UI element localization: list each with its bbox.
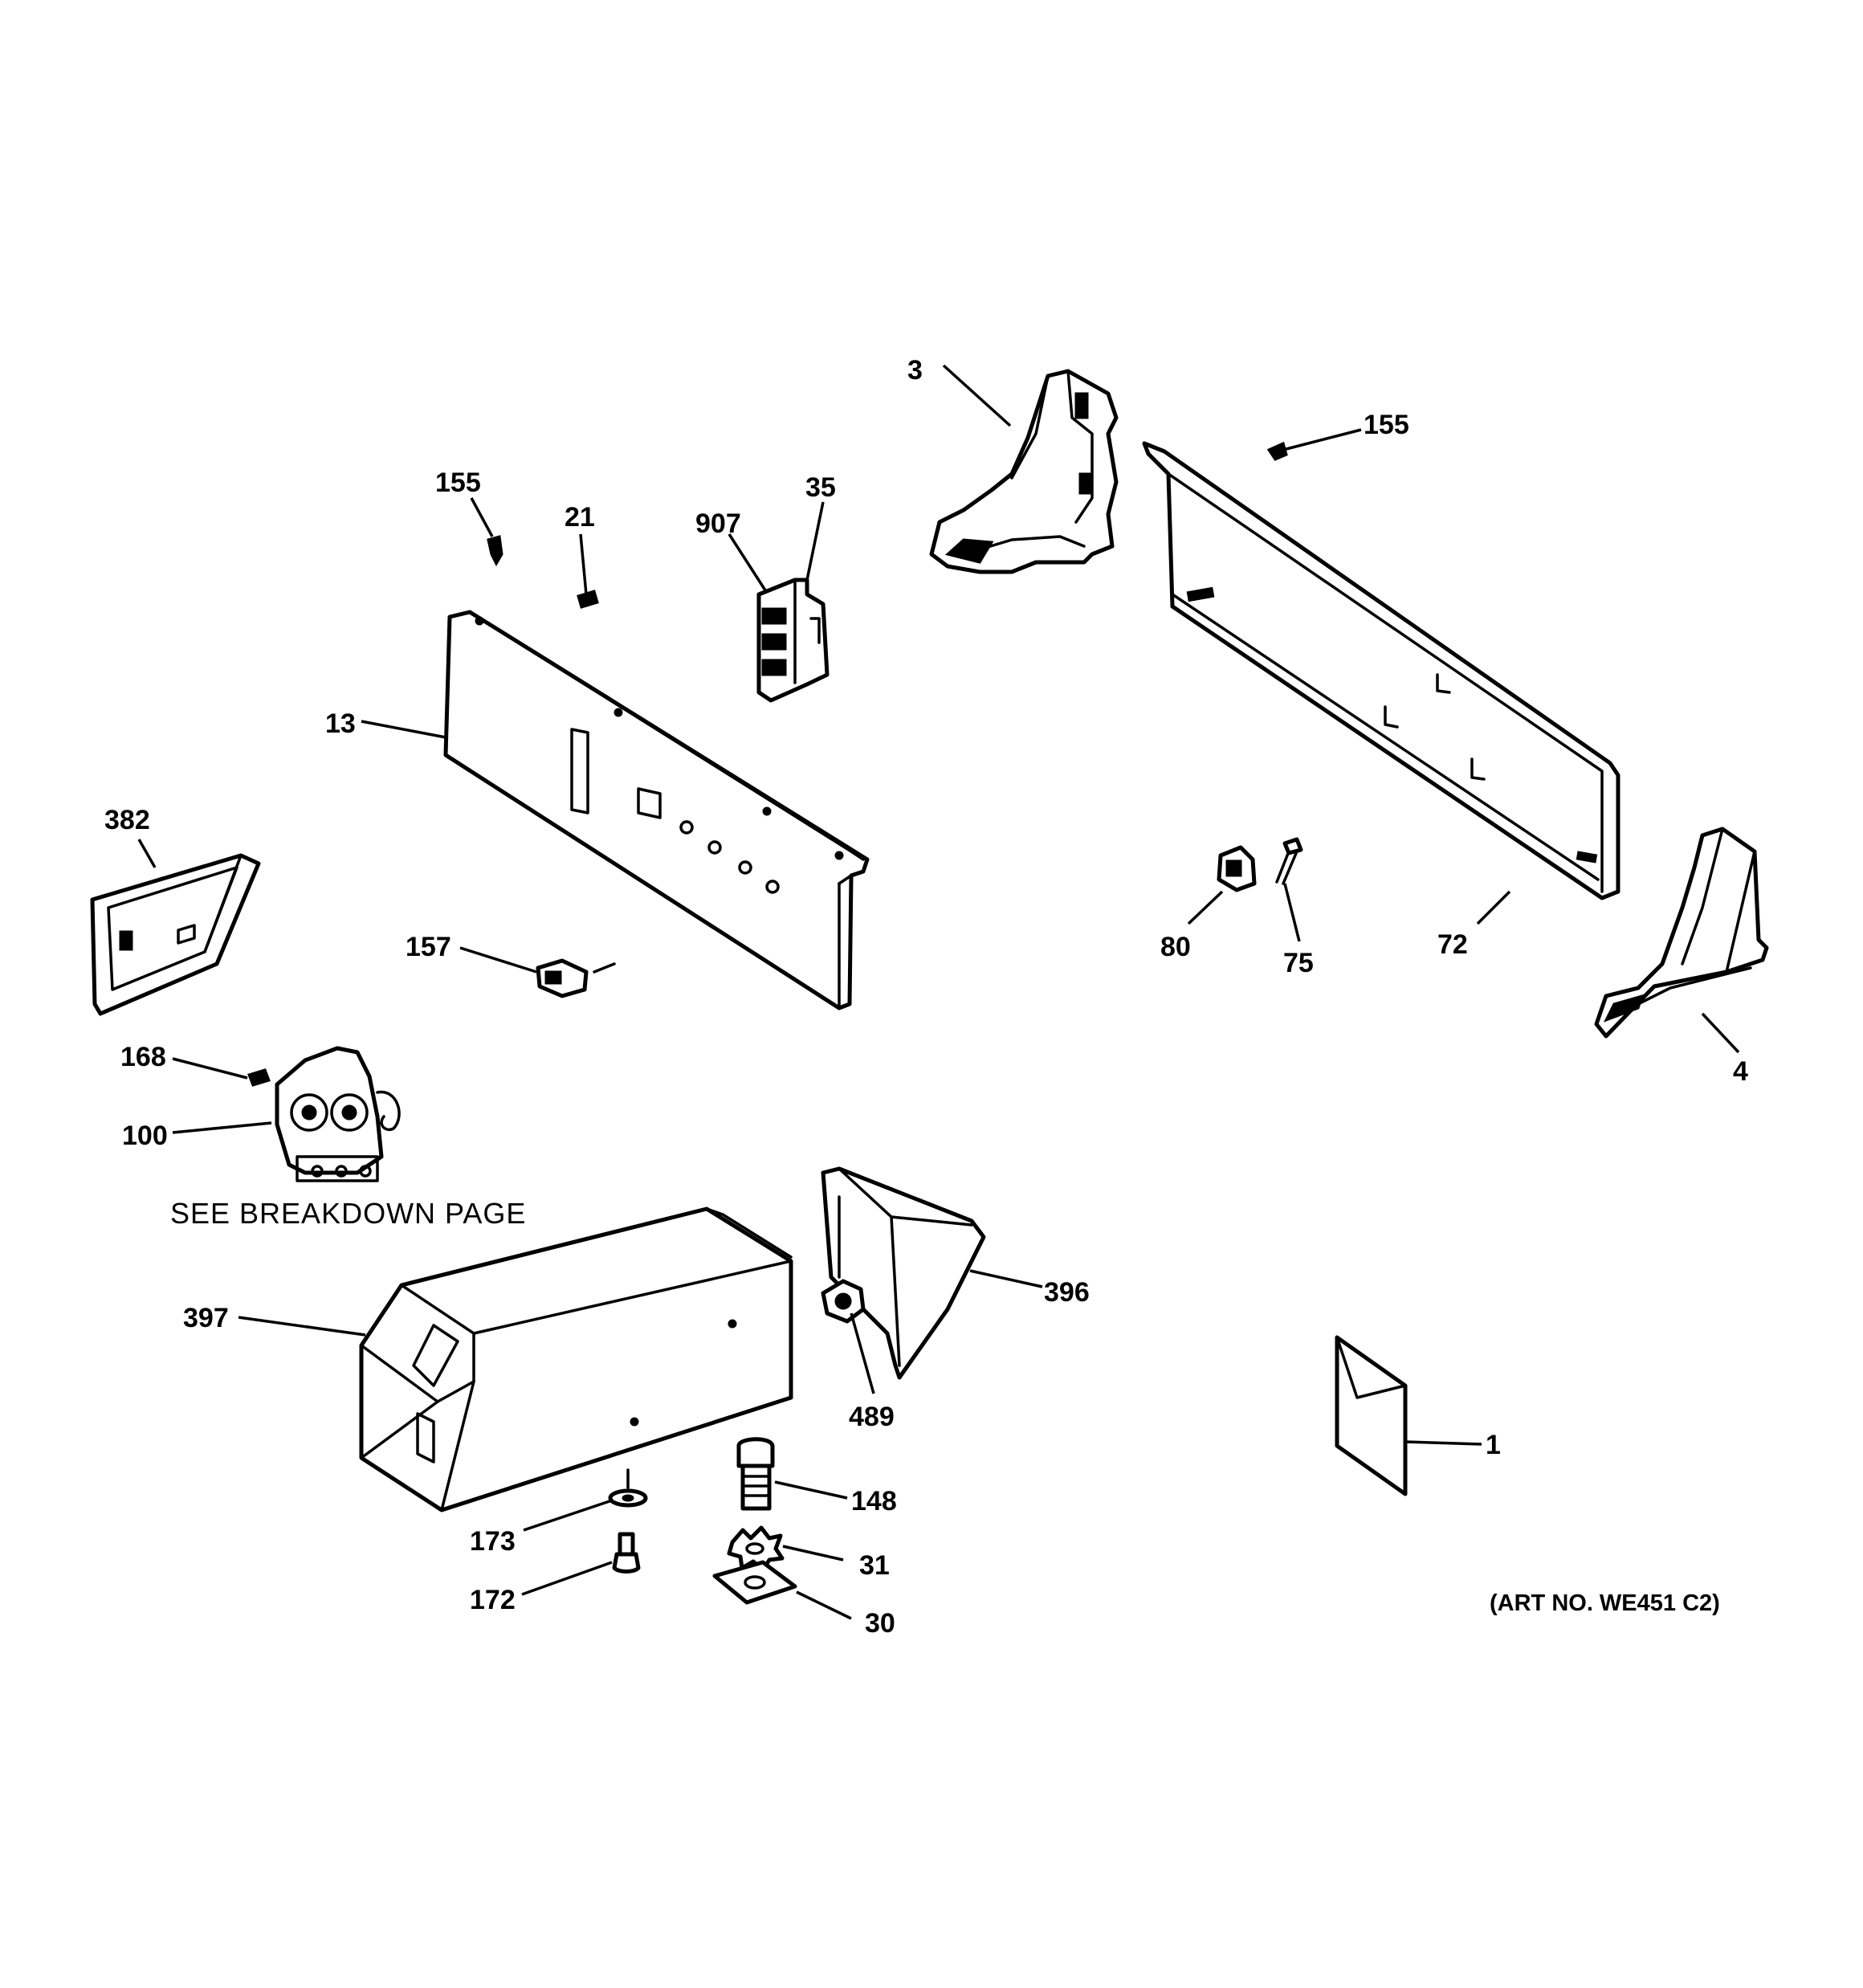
leader-lines	[137, 364, 1740, 1620]
callout-31: 31	[859, 1550, 890, 1581]
see-breakdown-note: SEE BREAKDOWN PAGE	[170, 1197, 526, 1230]
part-1-envelope	[1335, 1335, 1408, 1496]
part-173-washer	[608, 1468, 648, 1508]
part-100-valve-assembly	[275, 1046, 401, 1182]
callout-396: 396	[1044, 1277, 1090, 1308]
part-907-35-switch-assembly	[756, 578, 830, 703]
part-397-box-housing	[359, 1206, 793, 1512]
part-3-end-cap-left	[929, 369, 1119, 574]
callout-382: 382	[104, 805, 150, 835]
part-148-bolt	[736, 1437, 775, 1511]
part-172-screw	[612, 1532, 641, 1574]
callout-75: 75	[1283, 948, 1314, 978]
callout-155-right: 155	[1364, 410, 1409, 440]
callout-907: 907	[695, 508, 741, 539]
part-4-end-cap-right	[1594, 827, 1769, 1039]
callout-35: 35	[805, 472, 836, 503]
callout-labels: 3 155 155 21 35 907 13 382 157 80 75 72 …	[104, 355, 1748, 1639]
part-21-screw	[577, 590, 599, 609]
part-75-screw	[1275, 837, 1303, 885]
callout-168: 168	[120, 1042, 166, 1072]
part-31-lock-washer	[727, 1525, 785, 1573]
callout-397: 397	[183, 1303, 229, 1333]
callout-148: 148	[851, 1486, 897, 1517]
callout-1: 1	[1486, 1430, 1501, 1460]
part-13-control-panel	[443, 610, 870, 1010]
callout-80: 80	[1160, 932, 1191, 962]
part-489-grommet	[821, 1279, 866, 1324]
part-155-screw-left	[487, 535, 503, 567]
callout-172: 172	[470, 1585, 516, 1615]
part-396-bracket	[821, 1166, 986, 1380]
callout-173: 173	[470, 1526, 516, 1557]
callout-21: 21	[565, 502, 595, 533]
callout-13: 13	[325, 708, 356, 739]
part-168-screw	[247, 1068, 271, 1087]
part-80-clip	[1217, 845, 1257, 892]
callout-30: 30	[865, 1608, 895, 1639]
part-72-back-panel	[1142, 441, 1620, 900]
callout-155-left: 155	[435, 467, 481, 498]
callout-4: 4	[1733, 1056, 1748, 1087]
part-155-screw-right	[1266, 441, 1288, 461]
callout-489: 489	[849, 1402, 895, 1432]
callout-3: 3	[907, 355, 923, 386]
part-157-connector	[536, 958, 616, 998]
art-number: (ART NO. WE451 C2)	[1490, 1590, 1720, 1616]
part-30-plate	[712, 1560, 797, 1605]
callout-100: 100	[122, 1121, 168, 1151]
callout-157: 157	[406, 932, 451, 962]
callout-72: 72	[1437, 929, 1468, 960]
part-382-side-bracket	[90, 853, 261, 1016]
